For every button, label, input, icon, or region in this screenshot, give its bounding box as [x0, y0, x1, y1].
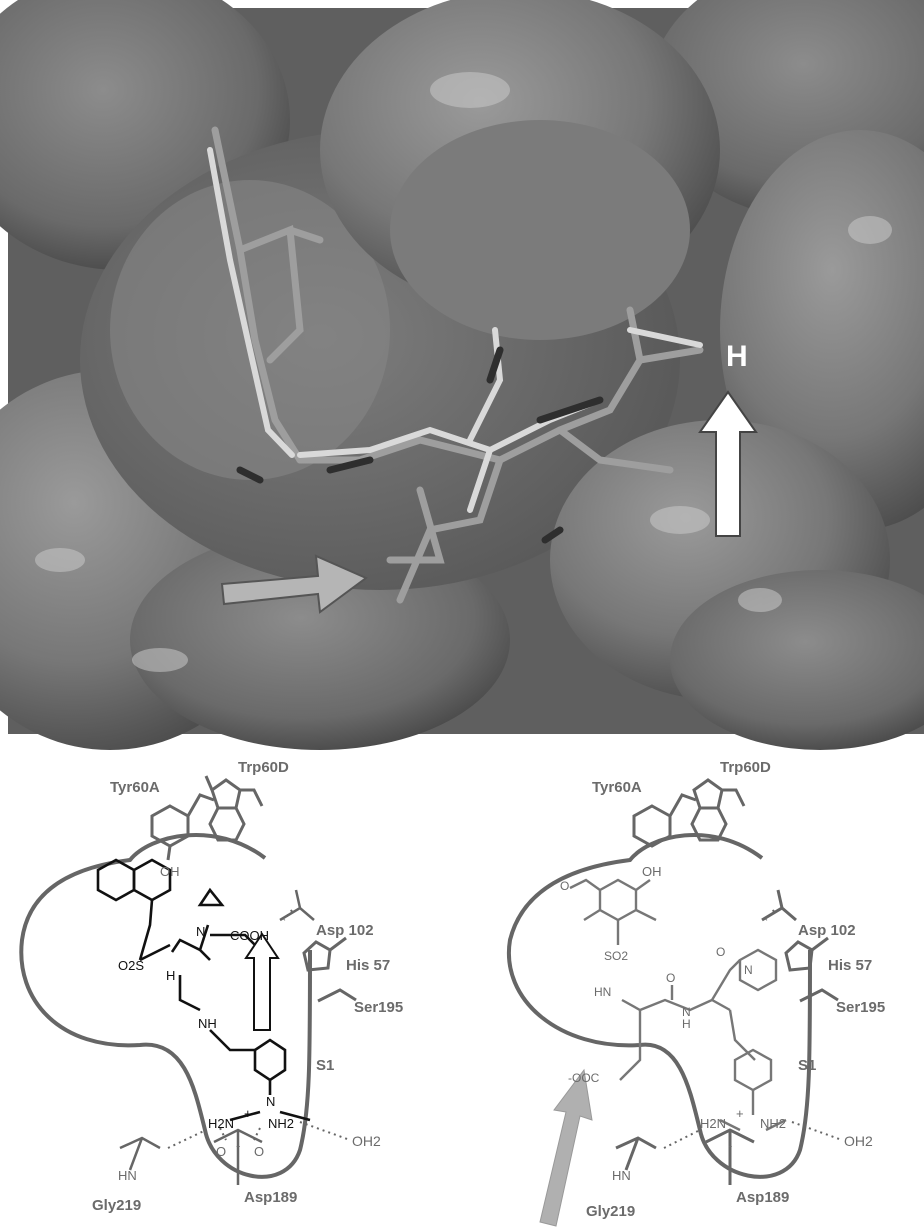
left-open-arrow-up — [244, 932, 280, 1031]
surface-render-panel: H — [0, 0, 924, 750]
left-label-asp189: Asp189 — [244, 1189, 297, 1206]
right-atom-h2n: H2N — [700, 1116, 726, 1131]
right-atom-n: N — [682, 1005, 691, 1019]
right-label-gly: Gly219 — [586, 1203, 635, 1220]
right-ligand — [569, 878, 787, 1132]
left-atom-n-amide: N — [196, 924, 205, 939]
left-atom-n-ring: N — [266, 1094, 275, 1109]
right-atom-plus: + — [736, 1106, 744, 1121]
left-atom-h2n: H2N — [208, 1116, 234, 1131]
left-atom-cooh: COOH — [230, 928, 269, 943]
left-binding-scheme: Tyr60A Trp60D Asp 102 His 57 Ser195 S1 A… — [19, 759, 403, 1214]
ligand-sticks — [207, 126, 704, 604]
left-his-ring — [302, 936, 347, 972]
left-atom-so2: O2S — [118, 958, 144, 973]
right-atom-hn: HN — [594, 985, 611, 999]
left-atom-o2: O — [254, 1144, 264, 1159]
right-atom-minus: - — [728, 1138, 732, 1153]
left-atom-o1: O — [216, 1144, 226, 1159]
right-label-his: His 57 — [828, 957, 872, 974]
right-atom-ooc: -OOC — [568, 1071, 600, 1085]
left-label-gly: Gly219 — [92, 1197, 141, 1214]
right-gray-arrow — [539, 1068, 593, 1227]
h-label: H — [726, 340, 748, 373]
left-label-s1: S1 — [316, 1057, 334, 1074]
right-atom-h: H — [682, 1017, 691, 1031]
left-label-asp102: Asp 102 — [316, 922, 374, 939]
right-label-trp: Trp60D — [720, 759, 771, 776]
right-label-tyr: Tyr60A — [592, 779, 642, 796]
right-binding-scheme: Tyr60A Trp60D Asp 102 His 57 Ser195 S1 A… — [506, 759, 885, 1227]
left-tyr-ring — [150, 793, 215, 861]
right-atom-o-amide: O — [716, 945, 725, 959]
left-label-ser: Ser195 — [354, 999, 403, 1016]
right-label-ser: Ser195 — [836, 999, 885, 1016]
left-atom-oh: OH — [160, 864, 180, 879]
right-label-s1: S1 — [798, 1057, 816, 1074]
right-atom-so2: SO2 — [604, 949, 628, 963]
left-label-tyr: Tyr60A — [110, 779, 160, 796]
left-ligand — [96, 858, 311, 1122]
right-atom-oh: OH — [642, 864, 662, 879]
white-arrow-up — [698, 390, 758, 537]
left-trp-ring — [204, 775, 264, 842]
gray-arrow-right — [220, 554, 368, 614]
left-atom-plus: + — [244, 1106, 252, 1121]
right-atom-nh2: NH2 — [760, 1116, 786, 1131]
right-label-water: OH2 — [844, 1133, 873, 1149]
left-atom-nh2: NH2 — [268, 1116, 294, 1131]
left-atom-minus: - — [236, 1138, 240, 1153]
left-pocket-outline — [19, 833, 312, 1179]
left-label-trp: Trp60D — [238, 759, 289, 776]
right-atom-n-pip: N — [744, 963, 753, 977]
right-atom-o-carb: O — [666, 971, 675, 985]
left-atom-nh: NH — [198, 1016, 217, 1031]
right-atom-o-methoxy: O — [560, 879, 569, 893]
left-label-his: His 57 — [346, 957, 390, 974]
left-atom-h: H — [166, 968, 175, 983]
right-atom-hn-gly: HN — [612, 1168, 631, 1183]
right-label-asp189: Asp189 — [736, 1189, 789, 1206]
left-atom-hn: HN — [118, 1168, 137, 1183]
left-label-water: OH2 — [352, 1133, 381, 1149]
right-label-asp102: Asp 102 — [798, 922, 856, 939]
